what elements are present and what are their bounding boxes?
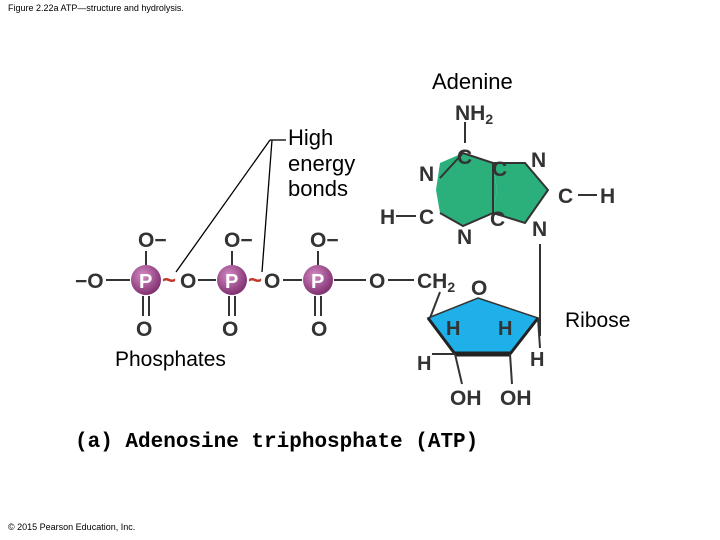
adenine-six-ring-bonds bbox=[439, 151, 494, 228]
ch2-ring-bond bbox=[429, 291, 441, 319]
p-atom-2: P bbox=[225, 271, 238, 293]
o-minus-2: O− bbox=[224, 229, 253, 252]
h-atom-ribose-3: H bbox=[417, 353, 431, 375]
h-atom-right: H bbox=[600, 185, 615, 208]
oh-group-left: OH bbox=[450, 387, 482, 410]
oh-group-right: OH bbox=[500, 387, 532, 410]
c-atom-mid: C bbox=[492, 158, 507, 181]
o-bridge-1: O bbox=[180, 270, 196, 293]
high-energy-label-line-3: bonds bbox=[288, 176, 348, 201]
atp-title: (a) Adenosine triphosphate (ATP) bbox=[75, 431, 478, 454]
ribose-ring-fill bbox=[426, 297, 540, 355]
ch2-group: CH2 bbox=[417, 270, 455, 295]
p-atom-3: P bbox=[311, 271, 324, 293]
o-atom-ribose: O bbox=[471, 277, 487, 300]
o-bridge-2: O bbox=[264, 270, 280, 293]
figure-caption: Figure 2.22a ATP—structure and hydrolysi… bbox=[8, 3, 184, 13]
minus-o-atom: −O bbox=[75, 270, 104, 293]
o-minus-1: O− bbox=[138, 229, 167, 252]
n-atom-top-right: N bbox=[531, 149, 546, 172]
h-atom-left: H bbox=[380, 206, 395, 229]
high-energy-label-line-2: energy bbox=[288, 151, 355, 176]
adenine-ring bbox=[396, 122, 597, 336]
c-atom-bottom: C bbox=[490, 208, 505, 231]
o-minus-3: O− bbox=[310, 229, 339, 252]
phosphate-1 bbox=[131, 265, 161, 295]
ribose-right-front-bond bbox=[508, 317, 540, 355]
ribose-h-right-bond bbox=[537, 317, 541, 349]
n-atom-bottom-right: N bbox=[532, 218, 547, 241]
bond-pointer-line-2 bbox=[261, 139, 273, 273]
adenine-label: Adenine bbox=[432, 69, 513, 94]
ribose-ring bbox=[426, 291, 541, 385]
ribose-left-front-bond bbox=[426, 317, 457, 355]
phosphates-label: Phosphates bbox=[115, 348, 226, 371]
o-bridge-3: O bbox=[369, 270, 385, 293]
phosphate-3 bbox=[303, 265, 333, 295]
bond-pointer-line-1 bbox=[175, 139, 271, 273]
phosphate-2 bbox=[217, 265, 247, 295]
high-energy-tilde-2: ~ bbox=[248, 267, 262, 294]
h-atom-ribose-2: H bbox=[498, 318, 512, 340]
o-atom-1: O bbox=[136, 318, 152, 341]
o-atom-2: O bbox=[222, 318, 238, 341]
p-atom-1: P bbox=[139, 271, 152, 293]
n-atom-bottom: N bbox=[457, 226, 472, 249]
n-atom-left: N bbox=[419, 163, 434, 186]
nh2-atom: NH2 bbox=[455, 102, 493, 127]
h-atom-ribose-4: H bbox=[530, 349, 544, 371]
c-atom-top: C bbox=[457, 146, 472, 169]
c-atom-right: C bbox=[558, 185, 573, 208]
copyright-notice: © 2015 Pearson Education, Inc. bbox=[8, 522, 136, 532]
adenine-five-ring-bonds bbox=[492, 162, 550, 225]
c-atom-left: C bbox=[419, 206, 434, 229]
ribose-oh-right-bond bbox=[509, 353, 513, 385]
adenine-six-ring-fill bbox=[436, 153, 497, 226]
high-energy-tilde-1: ~ bbox=[162, 267, 176, 294]
h-atom-ribose-1: H bbox=[446, 318, 460, 340]
ribose-label: Ribose bbox=[565, 309, 630, 332]
ribose-oh-left-bond bbox=[454, 353, 463, 385]
high-energy-label-line-1: High bbox=[288, 125, 333, 150]
o-atom-3: O bbox=[311, 318, 327, 341]
